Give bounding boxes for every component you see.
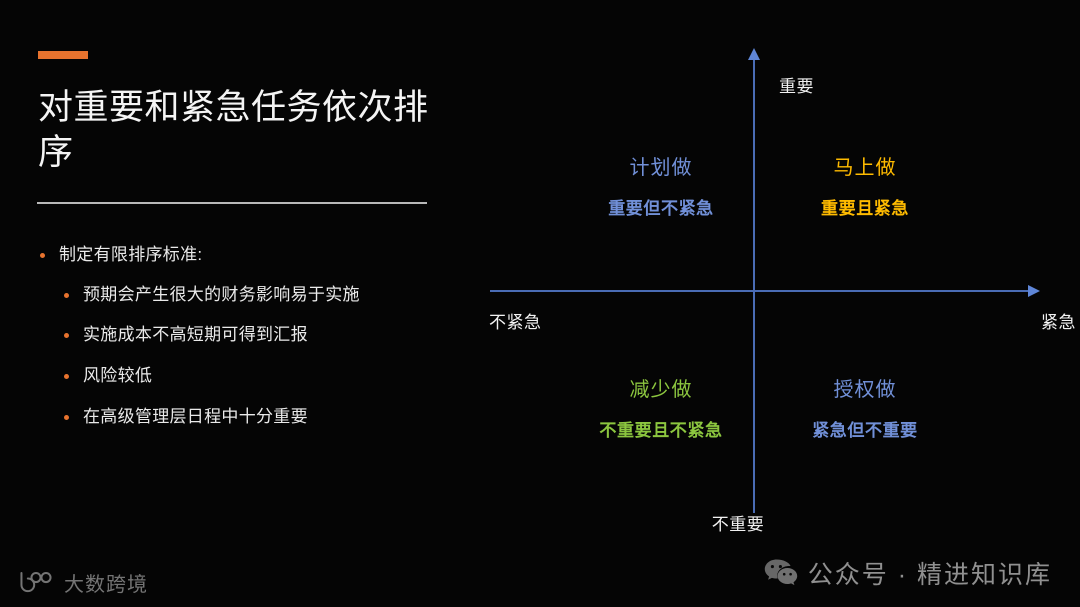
list-item: 风险较低 [40,364,460,389]
eisenhower-matrix-chart: 重要 不重要 不紧急 紧急 计划做 重要但不紧急 马上做 重要且紧急 减少做 不… [480,40,1080,534]
list-item-label: 在高级管理层日程中十分重要 [83,406,308,426]
title-accent-bar [38,51,88,59]
axis-label-urgent: 紧急 [1041,313,1076,332]
page-title: 对重要和紧急任务依次排序 [38,88,429,172]
axis-label-important: 重要 [779,77,814,96]
brand-watermark-left-label: 大数跨境 [64,574,148,596]
list-item-label: 预期会产生很大的财务影响易于实施 [83,284,360,304]
quadrant-description-label: 不重要且不紧急 [599,421,723,440]
list-item: 制定有限排序标准: [40,243,460,268]
quadrant-description-label: 紧急但不重要 [812,421,918,440]
brand-watermark-left: 大数跨境 [16,568,148,597]
bullet-dot-icon [40,253,45,258]
vertical-axis-line [753,58,755,513]
list-item-label: 实施成本不高短期可得到汇报 [83,325,308,345]
bullet-list: 制定有限排序标准: 预期会产生很大的财务影响易于实施 实施成本不高短期可得到汇报… [40,243,460,445]
title-divider [37,202,427,204]
list-item-label: 制定有限排序标准: [59,245,203,264]
quadrant-top-left: 计划做 重要但不紧急 [576,158,746,217]
horizontal-axis-line [490,290,1030,292]
vertical-axis-arrow-icon [748,48,760,60]
dashukuajing-logo-icon [16,570,56,596]
quadrant-action-label: 马上做 [833,157,897,179]
axis-label-not-urgent: 不紧急 [489,313,542,332]
quadrant-top-right: 马上做 重要且紧急 [770,158,960,217]
quadrant-action-label: 计划做 [629,157,693,179]
bullet-dot-icon [64,373,69,379]
list-item-label: 风险较低 [83,365,153,385]
bullet-dot-icon [64,333,69,339]
quadrant-description-label: 重要但不紧急 [608,199,714,218]
list-item: 在高级管理层日程中十分重要 [40,405,460,430]
bullet-dot-icon [64,292,69,298]
quadrant-bottom-left: 减少做 不重要且不紧急 [576,380,746,439]
bullet-dot-icon [64,414,69,420]
quadrant-action-label: 减少做 [629,379,693,401]
brand-watermark-right-label: 公众号 · 精进知识库 [807,561,1052,589]
quadrant-description-label: 重要且紧急 [821,199,909,218]
list-item: 预期会产生很大的财务影响易于实施 [40,283,460,308]
wechat-icon [764,558,798,588]
axis-label-not-important: 不重要 [711,515,765,534]
quadrant-action-label: 授权做 [833,379,897,401]
list-item: 实施成本不高短期可得到汇报 [40,323,460,348]
horizontal-axis-arrow-icon [1028,285,1040,297]
brand-watermark-right: 公众号 · 精进知识库 [764,555,1052,591]
quadrant-bottom-right: 授权做 紧急但不重要 [770,380,960,439]
